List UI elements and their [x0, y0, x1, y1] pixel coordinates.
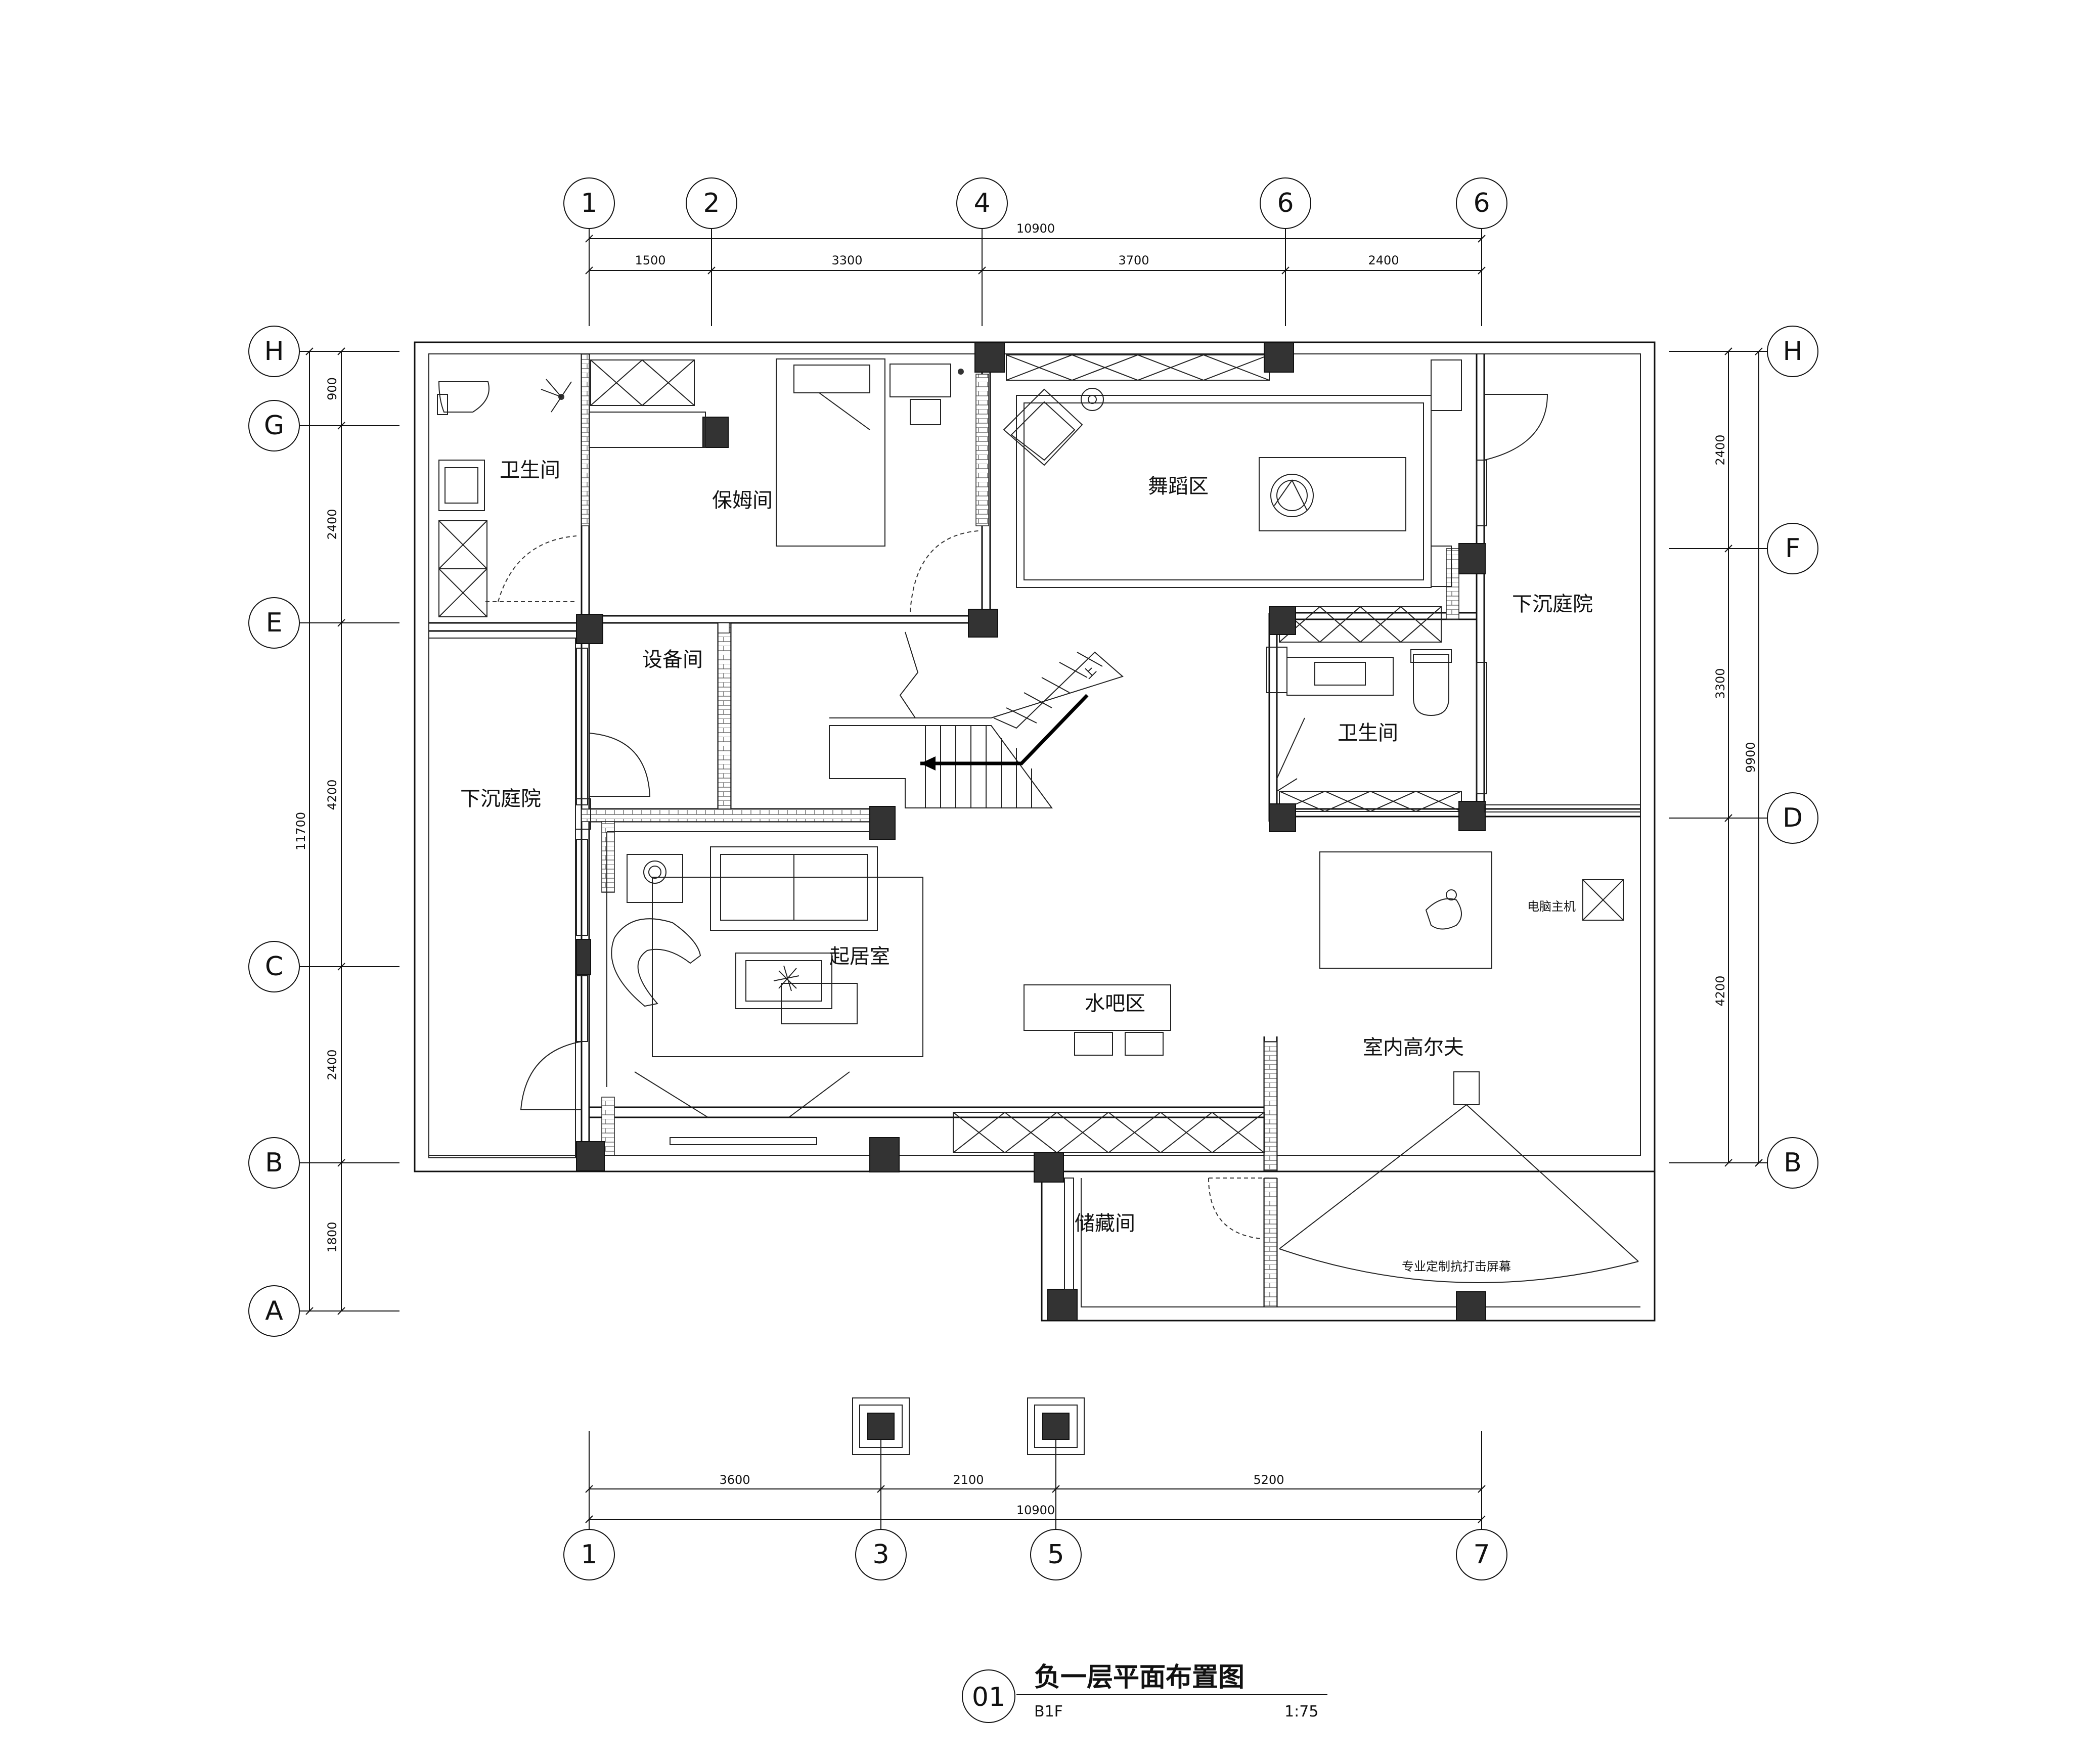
equipment-room-door: [575, 648, 651, 830]
column-detail-3: [852, 1397, 910, 1455]
axis-label-right-H: H: [1783, 336, 1802, 367]
computer-host-box: [1582, 879, 1624, 921]
drawing-title: 负一层平面布置图: [1034, 1662, 1244, 1693]
label-storage-room: 储藏间: [1075, 1212, 1135, 1235]
label-equipment-room: 设备间: [642, 648, 703, 671]
dim-right-seg-1: 2400: [1713, 434, 1727, 465]
axis-label-left-A: A: [265, 1296, 283, 1326]
dim-right-seg-2: 3300: [1713, 668, 1727, 699]
label-sunken-courtyard-right: 下沉庭院: [1512, 593, 1593, 616]
axis-label-top-6a: 6: [1277, 188, 1294, 218]
axis-label-right-B: B: [1784, 1148, 1802, 1178]
axis-label-right-F: F: [1785, 533, 1800, 564]
label-golf-screen: 专业定制抗打击屏幕: [1402, 1259, 1511, 1274]
living-room-furniture: [606, 831, 923, 1145]
dim-top-total: 10900: [1016, 221, 1055, 236]
dim-left-seg-2: 2400: [325, 509, 339, 539]
label-computer-host: 电脑主机: [1527, 899, 1576, 914]
left-courtyard: [428, 638, 588, 1158]
label-living-room: 起居室: [829, 945, 890, 968]
outer-wall: [414, 341, 1656, 1172]
drawing-number: 01: [972, 1682, 1005, 1712]
label-bathroom-1: 卫生间: [500, 459, 560, 482]
label-dance-area: 舞蹈区: [1148, 475, 1209, 498]
axis-label-left-E: E: [266, 608, 283, 638]
room-labels: 卫生间 保姆间 舞蹈区 下沉庭院 设备间 卫生间 下沉庭院 起居室 电脑主机 水…: [460, 459, 1593, 1274]
axis-label-left-C: C: [265, 952, 283, 982]
bottom-grid: 1 3 5 7 3600 2100 5200 10900: [563, 1397, 1507, 1580]
axis-label-left-H: H: [264, 336, 284, 367]
golf-area: [1279, 851, 1639, 1283]
label-water-bar: 水吧区: [1085, 992, 1145, 1015]
staircase: 上: [829, 631, 1124, 808]
dim-bottom-seg-1: 3600: [719, 1473, 750, 1487]
drawing-number-circle: [962, 1669, 1015, 1723]
bathroom-1-fixtures: [437, 379, 577, 617]
dim-left-seg-3: 4200: [325, 779, 339, 810]
axis-label-bottom-1: 1: [581, 1540, 597, 1570]
axis-label-bottom-3: 3: [872, 1540, 889, 1570]
water-bar: [1024, 984, 1171, 1056]
bathroom-2-fixtures: [1266, 647, 1452, 792]
label-indoor-golf: 室内高尔夫: [1363, 1036, 1464, 1059]
dim-left-seg-4: 2400: [325, 1049, 339, 1080]
dim-bottom-seg-2: 2100: [953, 1473, 984, 1487]
right-grid: H F D B 2400 3300 4200 9900: [1669, 326, 1818, 1189]
dim-left-total: 11700: [294, 812, 308, 850]
dim-left-seg-5: 1800: [325, 1222, 339, 1252]
dim-right-total: 9900: [1744, 742, 1758, 773]
sofa: [710, 846, 878, 931]
axis-label-left-G: G: [264, 411, 284, 441]
dim-top-seg-3: 3700: [1118, 253, 1149, 267]
drawing-scale: 1:75: [1284, 1703, 1318, 1721]
axis-label-top-6b: 6: [1473, 188, 1490, 218]
left-grid: H G E C B A 11700 900 2400 4200 2400 180…: [248, 326, 399, 1337]
coffee-table: [735, 953, 832, 1009]
stair-up-label: 上: [1081, 663, 1099, 682]
axis-label-bottom-7: 7: [1473, 1540, 1490, 1570]
dim-right-seg-3: 4200: [1713, 975, 1727, 1006]
axis-label-left-B: B: [265, 1148, 283, 1178]
axis-label-top-1: 1: [581, 188, 597, 218]
label-nanny-room: 保姆间: [712, 489, 773, 512]
dim-bottom-seg-3: 5200: [1253, 1473, 1284, 1487]
nanny-room-furniture: [589, 358, 979, 612]
label-bathroom-2: 卫生间: [1338, 721, 1398, 745]
column-detail-5: [1027, 1397, 1085, 1455]
dim-left-seg-1: 900: [325, 377, 339, 400]
label-sunken-courtyard-left: 下沉庭院: [460, 787, 541, 810]
storage-room: [1064, 1178, 1269, 1290]
dim-bottom-total: 10900: [1016, 1503, 1055, 1517]
axis-label-bottom-5: 5: [1047, 1540, 1064, 1570]
columns: [576, 342, 1486, 1321]
bed: [776, 358, 885, 547]
living-rug: [652, 877, 923, 1057]
title-block: 01 负一层平面布置图 B1F 1:75: [962, 1662, 1327, 1723]
golf-mat: [1319, 851, 1492, 969]
axis-label-top-2: 2: [703, 188, 720, 218]
drawing-floor-code: B1F: [1034, 1703, 1063, 1721]
dim-top-seg-1: 1500: [635, 253, 665, 267]
courtyard-right-door: [1476, 394, 1641, 812]
axis-label-right-D: D: [1783, 803, 1803, 833]
top-grid: 1 2 4 6 6 10900 1500 3300 3700 2400: [563, 177, 1507, 326]
dance-area: [1003, 359, 1462, 588]
dim-top-seg-4: 2400: [1368, 253, 1399, 267]
axis-label-top-4: 4: [973, 188, 990, 218]
masonry-walls: [581, 353, 1459, 1307]
dim-top-seg-2: 3300: [831, 253, 862, 267]
